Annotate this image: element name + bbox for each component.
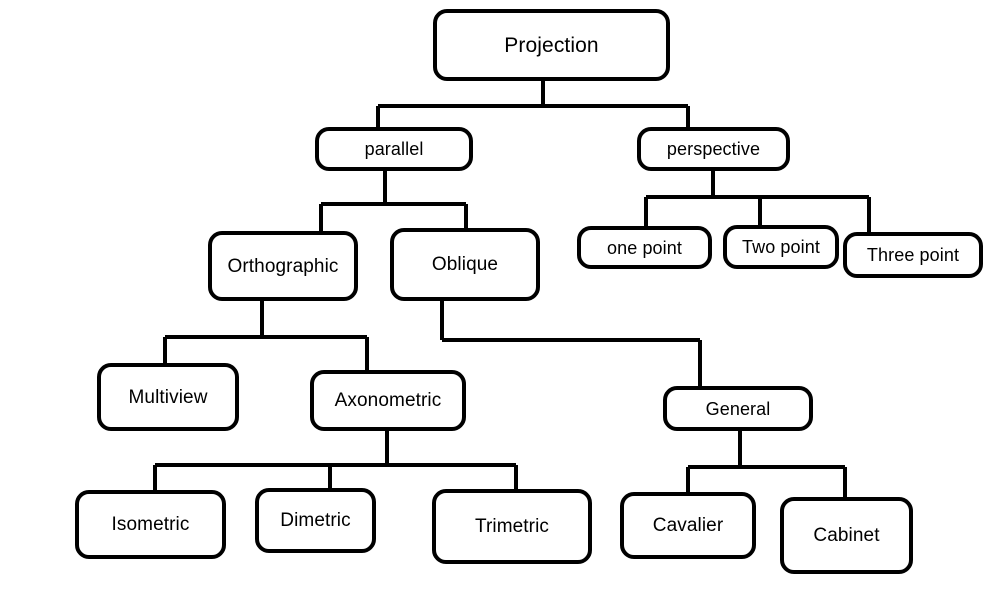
node-isometric[interactable]: Isometric bbox=[75, 490, 226, 559]
node-label-three-point: Three point bbox=[866, 245, 960, 265]
connector-axonometric-to-children bbox=[153, 431, 518, 490]
node-label-projection: Projection bbox=[504, 33, 599, 57]
node-label-parallel: parallel bbox=[364, 139, 424, 159]
node-orthographic[interactable]: Orthographic bbox=[208, 231, 358, 301]
node-two-point[interactable]: Two point bbox=[723, 225, 839, 269]
node-cavalier[interactable]: Cavalier bbox=[620, 492, 756, 559]
node-oblique[interactable]: Oblique bbox=[390, 228, 540, 301]
node-label-isometric: Isometric bbox=[111, 514, 190, 535]
node-label-one-point: one point bbox=[607, 237, 682, 258]
node-trimetric[interactable]: Trimetric bbox=[432, 489, 592, 564]
node-label-two-point: Two point bbox=[742, 237, 820, 257]
node-general[interactable]: General bbox=[663, 386, 813, 431]
connector-perspective-to-children bbox=[644, 171, 871, 232]
connector-orthographic-to-children bbox=[163, 301, 369, 370]
node-dimetric[interactable]: Dimetric bbox=[255, 488, 376, 553]
node-label-cabinet: Cabinet bbox=[813, 525, 880, 546]
connector-parallel-to-children bbox=[319, 171, 468, 231]
node-one-point[interactable]: one point bbox=[577, 226, 712, 269]
node-projection[interactable]: Projection bbox=[433, 9, 670, 81]
node-label-perspective: perspective bbox=[666, 139, 761, 159]
node-parallel[interactable]: parallel bbox=[315, 127, 473, 171]
node-label-general: General bbox=[705, 398, 771, 419]
connector-oblique-to-general bbox=[440, 301, 702, 386]
node-label-axonometric: Axonometric bbox=[334, 390, 442, 411]
node-label-cavalier: Cavalier bbox=[652, 515, 724, 536]
node-label-multiview: Multiview bbox=[128, 386, 208, 408]
node-three-point[interactable]: Three point bbox=[843, 232, 983, 278]
connector-general-to-children bbox=[686, 431, 847, 497]
node-multiview[interactable]: Multiview bbox=[97, 363, 239, 431]
node-cabinet[interactable]: Cabinet bbox=[780, 497, 913, 574]
node-perspective[interactable]: perspective bbox=[637, 127, 790, 171]
node-label-orthographic: Orthographic bbox=[227, 255, 339, 277]
node-label-trimetric: Trimetric bbox=[474, 516, 550, 537]
node-label-dimetric: Dimetric bbox=[280, 510, 351, 531]
node-label-oblique: Oblique bbox=[431, 254, 499, 275]
node-axonometric[interactable]: Axonometric bbox=[310, 370, 466, 431]
connector-projection-to-parallel bbox=[376, 81, 690, 127]
